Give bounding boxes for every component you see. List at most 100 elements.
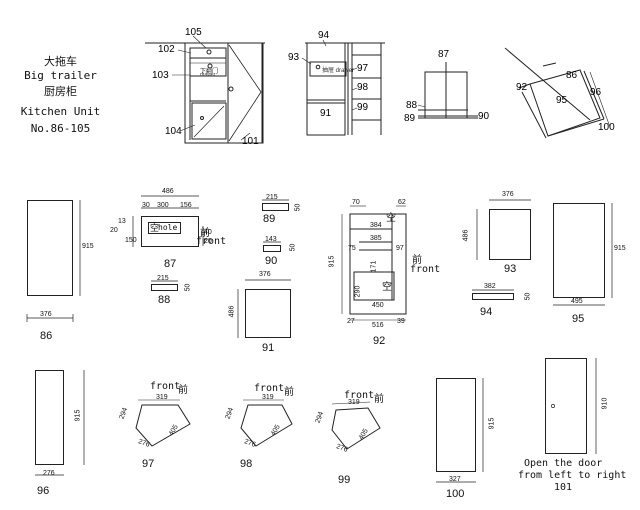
callout-99: 99 [357, 102, 369, 113]
title-part-range: No.86-105 [30, 122, 91, 135]
front-cn-99: 前 [374, 394, 384, 405]
part-number-92: 92 [373, 335, 386, 347]
callout-97: 97 [357, 63, 369, 74]
callout-103: 103 [152, 70, 169, 81]
callout-88: 88 [406, 100, 418, 111]
part-number-91: 91 [262, 342, 275, 354]
dim-95-width: 495 [571, 298, 583, 305]
dim-87-b: 300 [157, 202, 169, 209]
kong-label-92a: 空 [386, 213, 396, 224]
part-number-86: 86 [40, 330, 53, 342]
title-kitchen-unit: Kitchen Unit [20, 105, 101, 118]
dim-87-h1: 20 [110, 227, 118, 234]
panel-91 [245, 289, 291, 338]
part-number-93: 93 [504, 263, 517, 275]
dim-96-width: 276 [43, 470, 55, 477]
dim-95-height: 915 [614, 245, 626, 252]
callout-93: 93 [288, 52, 300, 63]
dim-87-h4: 40 [204, 229, 212, 236]
front-cn-87: 前 [200, 228, 210, 239]
hole-label-87: hole [158, 223, 178, 232]
dim-87-c: 156 [180, 202, 192, 209]
part-number-89: 89 [263, 213, 276, 225]
callout-101: 101 [242, 136, 259, 147]
callout-104: 104 [165, 126, 182, 137]
title-big-trailer: Big trailer [24, 69, 97, 82]
dim-92-d7: 97 [396, 245, 404, 252]
drawer-label-103-en: drawer [200, 72, 216, 78]
dim-100-width: 327 [449, 476, 461, 483]
dim-93-width: 376 [502, 191, 514, 198]
dim-90-width: 143 [265, 236, 277, 243]
drawer-label-103: 下翻门 [200, 69, 219, 75]
part-number-87: 87 [164, 258, 177, 270]
dim-92-bottom-left: 27 [347, 318, 355, 325]
dim-92-bottom-right: 39 [397, 318, 405, 325]
title-chinese-trailer: 大拖车 [44, 55, 77, 68]
front-cn-97: 前 [178, 385, 188, 396]
dim-92-d6: 75 [348, 245, 356, 252]
dim-92-d5: 450 [372, 302, 384, 309]
callout-96: 96 [590, 87, 602, 98]
panel-88 [151, 284, 178, 291]
dim-87-width: 486 [162, 188, 174, 195]
dim-86-height: 915 [82, 243, 94, 250]
note-101-line3: 101 [554, 482, 573, 493]
hole-87 [148, 222, 181, 234]
part-number-99: 99 [338, 474, 351, 486]
panel-95 [553, 203, 605, 298]
callout-94: 94 [318, 30, 330, 41]
dim-89-width: 215 [266, 194, 278, 201]
panel-86 [27, 200, 73, 296]
panel-89 [262, 203, 289, 211]
callout-105: 105 [185, 27, 202, 38]
front-cn-92: 前 [412, 255, 422, 266]
part-number-98: 98 [240, 458, 253, 470]
panel-96 [35, 370, 64, 465]
dim-91-width: 376 [259, 271, 271, 278]
panel-93 [489, 209, 531, 260]
dim-87-h5: 20 [204, 238, 212, 245]
panel-90 [263, 245, 281, 252]
note-101-line1: Open the door [524, 458, 603, 469]
callout-100: 100 [598, 122, 615, 133]
front-92: front [410, 264, 441, 275]
dim-99-top: 319 [348, 399, 360, 406]
front-99: front [344, 390, 375, 401]
callout-95: 95 [556, 95, 568, 106]
panel-94 [472, 293, 514, 300]
dim-97-top: 319 [156, 394, 168, 401]
callout-87: 87 [438, 49, 450, 60]
part-number-96: 96 [37, 485, 50, 497]
dim-87-h2: 13 [118, 218, 126, 225]
front-87: front [196, 236, 227, 247]
dim-92-top-right: 62 [398, 199, 406, 206]
dim-92-d2: 385 [370, 235, 382, 242]
front-98: front [254, 383, 285, 394]
dim-92-d1: 384 [370, 222, 382, 229]
kong-label-87: 空 [150, 224, 160, 234]
part-number-90: 90 [265, 255, 278, 267]
dim-88-width: 215 [157, 275, 169, 282]
callout-92: 92 [516, 82, 528, 93]
dim-86-width: 376 [40, 311, 52, 318]
panel-100 [436, 378, 476, 472]
callout-89: 89 [404, 113, 416, 124]
dim-87-a: 30 [142, 202, 150, 209]
part-number-97: 97 [142, 458, 155, 470]
callout-102: 102 [158, 44, 175, 55]
